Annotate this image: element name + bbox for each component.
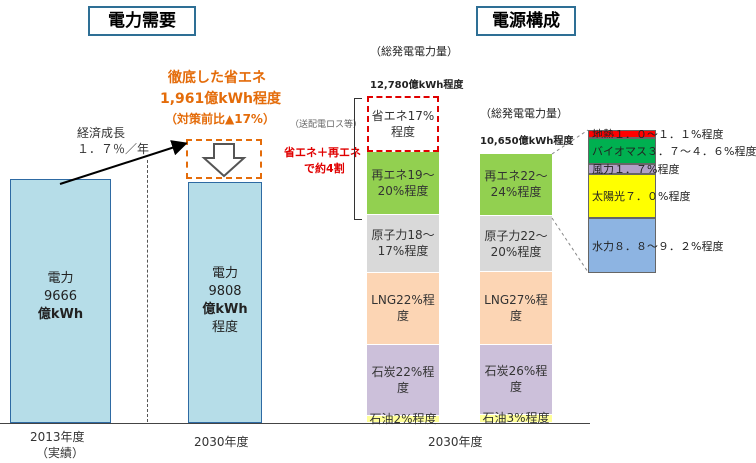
savings-title: 徹底した省エネ <box>168 70 266 86</box>
section-divider <box>147 160 148 422</box>
year-2013-note: （実績） <box>36 446 85 460</box>
stack-segment: 省エネ17%程度 <box>367 96 439 152</box>
stack-segment-label: 石油2%程度 <box>369 412 437 427</box>
total-label-a: （総発電電力量） <box>370 45 458 58</box>
savings-note: （対策前比▲17%） <box>165 112 275 126</box>
stack-column-a: 省エネ17%程度再エネ19～20%程度原子力18～17%程度 LNG22%程度石炭… <box>367 96 439 426</box>
supply-title: 電源構成 <box>476 6 576 36</box>
stack-segment: 石油2%程度 <box>367 412 439 426</box>
growth-label: 経済成長 <box>77 126 126 140</box>
stack-segment-label: 石炭22%程度 <box>371 364 435 395</box>
stack-segment: 石炭26%程度 <box>480 344 552 415</box>
bracket-brace <box>354 98 362 220</box>
stack-segment: 再エネ19～20%程度 <box>367 151 439 216</box>
stack-segment: 石炭22%程度 <box>367 344 439 417</box>
breakdown-segment: 地熱１．０～１．１%程度 <box>588 128 723 141</box>
bar-2030-label: 電力 <box>211 266 238 281</box>
stack-column-b: 再エネ22～24%程度原子力22～20%程度 LNG27%程度石炭26%程度石油3… <box>480 154 552 425</box>
down-arrow-icon <box>201 143 247 178</box>
bar-2030-note: 程度 <box>211 320 238 335</box>
stack-segment-label: LNG22%程度 <box>371 293 435 324</box>
stack-segment-label: 再エネ19～20%程度 <box>371 167 435 198</box>
stack-segment: 再エネ22～24%程度 <box>480 154 552 216</box>
stack-segment-label: 石炭26%程度 <box>484 364 548 395</box>
renewables-breakdown: 地熱１．０～１．１%程度バイオマス３．７～４．６%程度風力１．７%程度太陽光７．… <box>588 128 756 274</box>
loss-note: （送配電ロス等） <box>290 120 363 130</box>
bar-2013-value: 9666 <box>43 289 78 304</box>
total-a: 12,780億kWh程度 <box>370 80 464 91</box>
bar-2030-value: 9808 <box>208 284 242 299</box>
breakdown-label: 地熱１．０～１．１%程度 <box>592 128 724 141</box>
bar-2030-unit: 億kWh <box>202 302 248 317</box>
bar-2013-label: 電力 <box>47 271 74 286</box>
zoom-line-top <box>551 129 589 155</box>
stack-segment: 原子力22～20%程度 <box>480 215 552 273</box>
breakdown-segment: 水力８．８～９．２%程度 <box>588 217 723 274</box>
bar-2013-unit: 億kWh <box>37 307 84 322</box>
year-2013: 2013年度 <box>30 430 85 444</box>
stack-segment-label: LNG27%程度 <box>484 293 548 324</box>
stack-segment-label: 省エネ17%程度 <box>371 108 435 139</box>
combined-note-2: で約4割 <box>304 162 345 175</box>
breakdown-segment: バイオマス３．７～４．６%程度 <box>588 138 756 164</box>
total-label-b: （総発電電力量） <box>480 107 568 120</box>
stack-segment: 原子力18～17%程度 <box>367 215 439 273</box>
total-b: 10,650億kWh程度 <box>480 136 574 147</box>
savings-amount: 1,961億kWh程度 <box>160 91 282 107</box>
stack-segment: 石油3%程度 <box>480 411 552 425</box>
stack-segment-label: 再エネ22～24%程度 <box>484 169 548 200</box>
stack-segment-label: 原子力22～20%程度 <box>484 228 548 259</box>
demand-title: 電力需要 <box>88 6 196 36</box>
demand-bar-2013: 電力 9666 億kWh <box>10 179 111 423</box>
zoom-lines <box>551 129 589 273</box>
breakdown-label: 風力１．７%程度 <box>592 163 680 176</box>
demand-bar-2030: 電力 9808 億kWh 程度 <box>188 182 262 423</box>
year-2030-supply: 2030年度 <box>428 435 483 449</box>
stack-segment: LNG27%程度 <box>480 272 552 345</box>
zoom-line-bottom <box>551 217 589 273</box>
savings-box <box>186 139 262 179</box>
breakdown-label: 太陽光７．０%程度 <box>592 189 691 203</box>
growth-arrow <box>59 140 188 185</box>
breakdown-segment: 太陽光７．０%程度 <box>588 174 690 218</box>
breakdown-label: バイオマス３．７～４．６%程度 <box>592 144 756 158</box>
year-2030-demand: 2030年度 <box>194 435 249 449</box>
stack-segment: LNG22%程度 <box>367 272 439 345</box>
breakdown-label: 水力８．８～９．２%程度 <box>592 239 724 253</box>
stack-segment-label: 原子力18～17%程度 <box>371 228 435 259</box>
breakdown-segment: 風力１．７%程度 <box>588 163 679 176</box>
growth-arrow-line <box>59 140 188 185</box>
growth-value: １．７％／年 <box>77 142 150 156</box>
stack-segment-label: 石油3%程度 <box>482 411 550 426</box>
combined-note-1: 省エネ＋再エネ <box>284 146 361 159</box>
baseline <box>0 423 590 424</box>
